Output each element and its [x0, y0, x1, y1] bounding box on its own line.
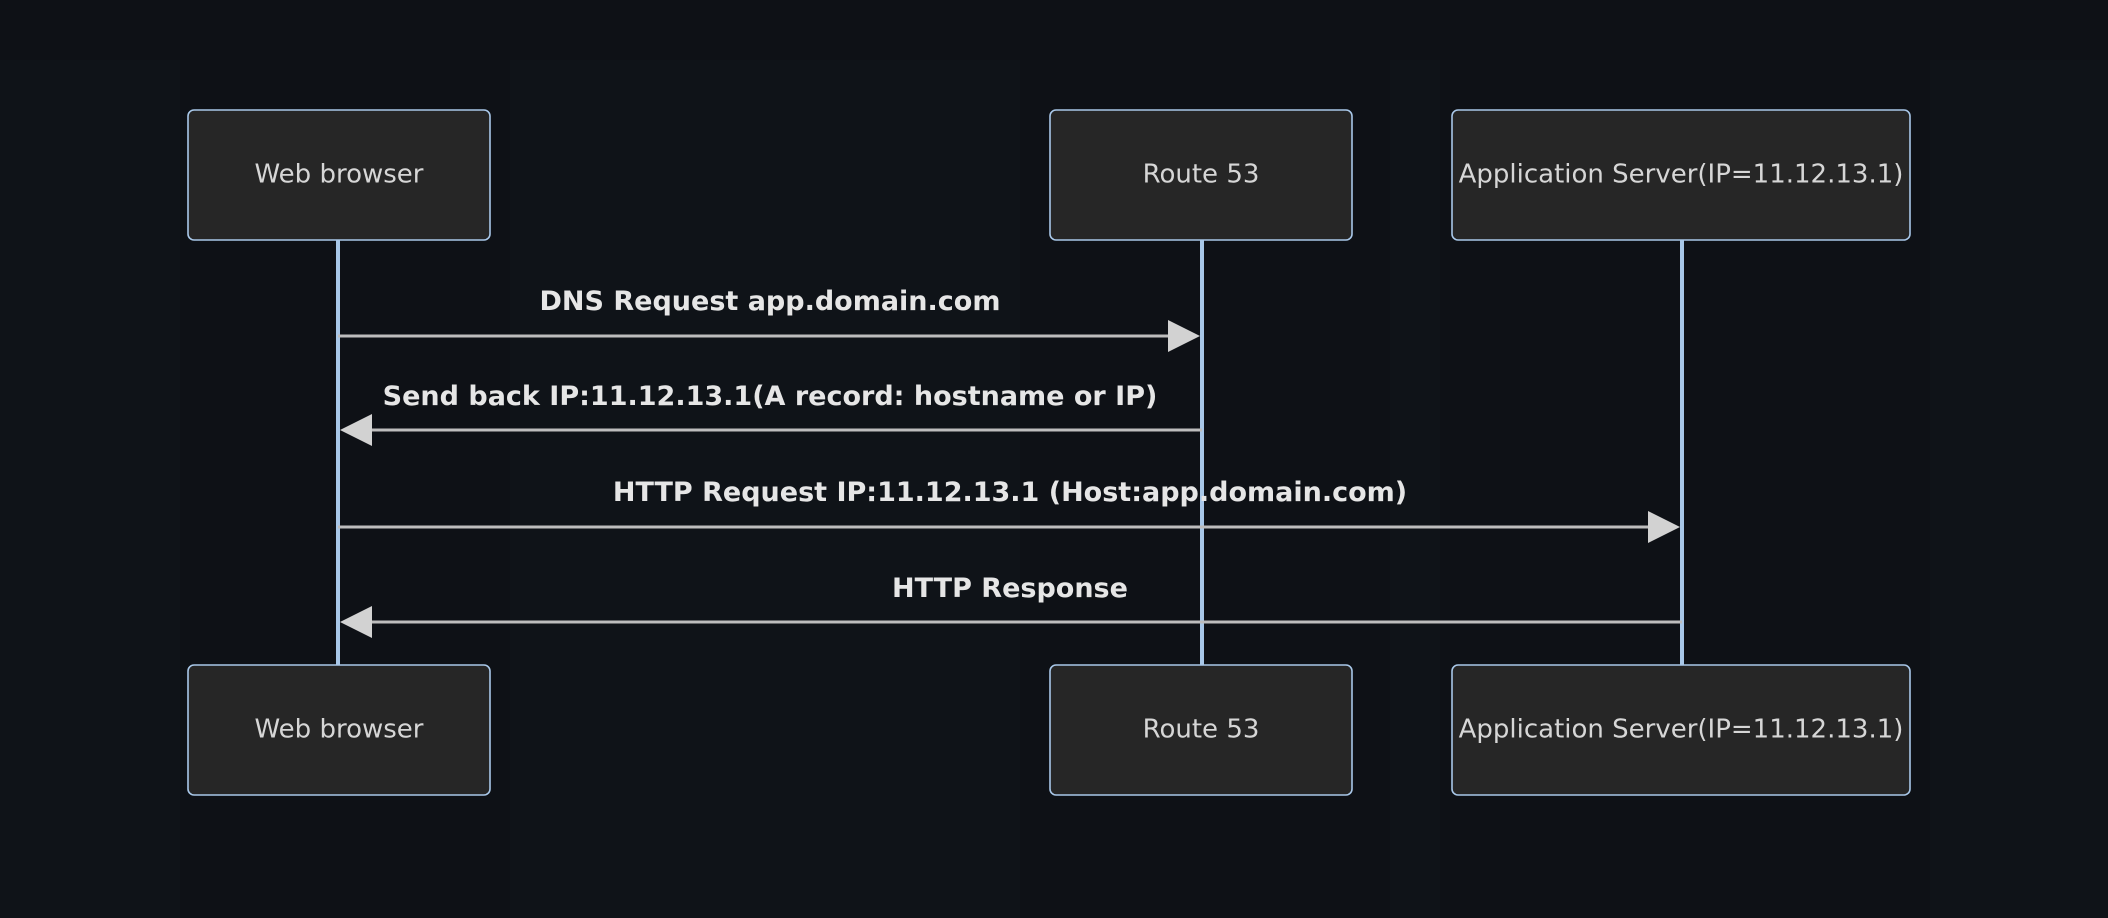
actor-box-rect[interactable]	[187, 664, 491, 796]
message-3: HTTP Request IP:11.12.13.1 (Host:app.dom…	[338, 477, 1680, 543]
actor-box-top-route-53[interactable]: Route 53	[1049, 109, 1353, 241]
actor-box-bottom-route-53[interactable]: Route 53	[1049, 664, 1353, 796]
actor-label: Application Server(IP=11.12.13.1)	[1459, 160, 1904, 190]
lifelines-group	[336, 240, 1684, 665]
actor-header-group: Web browser Route 53 Application Server(…	[187, 109, 1911, 241]
message-arrowhead-left	[340, 606, 372, 638]
message-1: DNS Request app.domain.com	[338, 286, 1200, 352]
message-label: HTTP Request IP:11.12.13.1 (Host:app.dom…	[613, 477, 1407, 508]
message-arrowhead-right	[1648, 511, 1680, 543]
actor-label: Application Server(IP=11.12.13.1)	[1459, 715, 1904, 745]
actor-box-rect[interactable]	[1049, 109, 1353, 241]
message-arrowhead-left	[340, 414, 372, 446]
message-label: HTTP Response	[892, 573, 1128, 604]
actor-label: Route 53	[1143, 715, 1260, 745]
actor-box-top-application-server[interactable]: Application Server(IP=11.12.13.1)	[1451, 109, 1911, 241]
actor-box-rect[interactable]	[1451, 664, 1911, 796]
actor-box-rect[interactable]	[1451, 109, 1911, 241]
message-2: Send back IP:11.12.13.1(A record: hostna…	[340, 381, 1202, 446]
actor-box-top-web-browser[interactable]: Web browser	[187, 109, 491, 241]
message-4: HTTP Response	[340, 573, 1682, 638]
actor-box-bottom-web-browser[interactable]: Web browser	[187, 664, 491, 796]
actor-label: Web browser	[255, 715, 424, 745]
actor-box-rect[interactable]	[1049, 664, 1353, 796]
actor-label: Web browser	[255, 160, 424, 190]
actor-label: Route 53	[1143, 160, 1260, 190]
actor-footer-group: Web browser Route 53 Application Server(…	[187, 664, 1911, 796]
message-label: DNS Request app.domain.com	[540, 286, 1001, 317]
message-arrowhead-right	[1168, 320, 1200, 352]
actor-box-rect[interactable]	[187, 109, 491, 241]
message-label: Send back IP:11.12.13.1(A record: hostna…	[383, 381, 1158, 412]
actor-box-bottom-application-server[interactable]: Application Server(IP=11.12.13.1)	[1451, 664, 1911, 796]
